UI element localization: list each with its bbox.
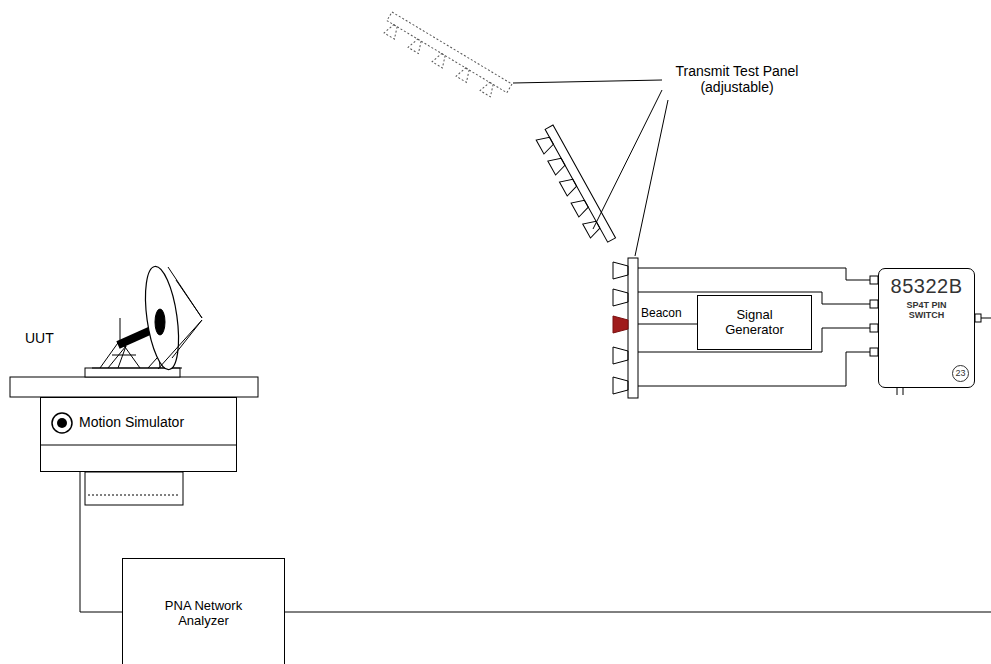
beacon-horn	[613, 316, 628, 333]
platform	[10, 377, 258, 397]
leader-line	[635, 100, 668, 256]
beacon-label: Beacon	[641, 307, 682, 321]
base-block	[85, 472, 183, 505]
cable-connector	[80, 472, 122, 612]
panel-tilted	[534, 125, 616, 248]
callout-number: 23	[952, 365, 969, 382]
switch-pin	[903, 388, 904, 395]
box-text: Motion Simulator	[79, 414, 232, 430]
axis-symbol	[52, 413, 72, 433]
dish-antenna	[85, 264, 202, 377]
signal-generator-box: Signal Generator	[697, 295, 812, 350]
leader-line	[593, 90, 662, 229]
box-text: PNA Network Analyzer	[154, 599, 254, 629]
panel-vertical	[613, 258, 638, 398]
switch-pin	[897, 388, 898, 395]
box-text: 85322B	[891, 275, 963, 298]
base-dotted	[88, 495, 180, 496]
simulator-divider	[40, 445, 237, 446]
panel-dotted	[381, 12, 512, 103]
panel-label: Transmit Test Panel (adjustable)	[662, 63, 812, 95]
motion-simulator-box: Motion Simulator	[40, 397, 237, 472]
box-text: Signal Generator	[720, 308, 790, 338]
leader-line	[513, 80, 662, 83]
output-wire	[981, 318, 991, 319]
pin-switch-box: 85322BSP4T PIN SWITCH 23	[878, 268, 975, 388]
cable-line	[285, 612, 991, 613]
rf-wire	[638, 268, 870, 386]
network-analyzer-box: PNA Network Analyzer	[122, 558, 285, 664]
box-text: SP4T PIN SWITCH	[899, 300, 955, 321]
axis-dot	[57, 418, 67, 428]
uut-label: UUT	[25, 330, 54, 346]
